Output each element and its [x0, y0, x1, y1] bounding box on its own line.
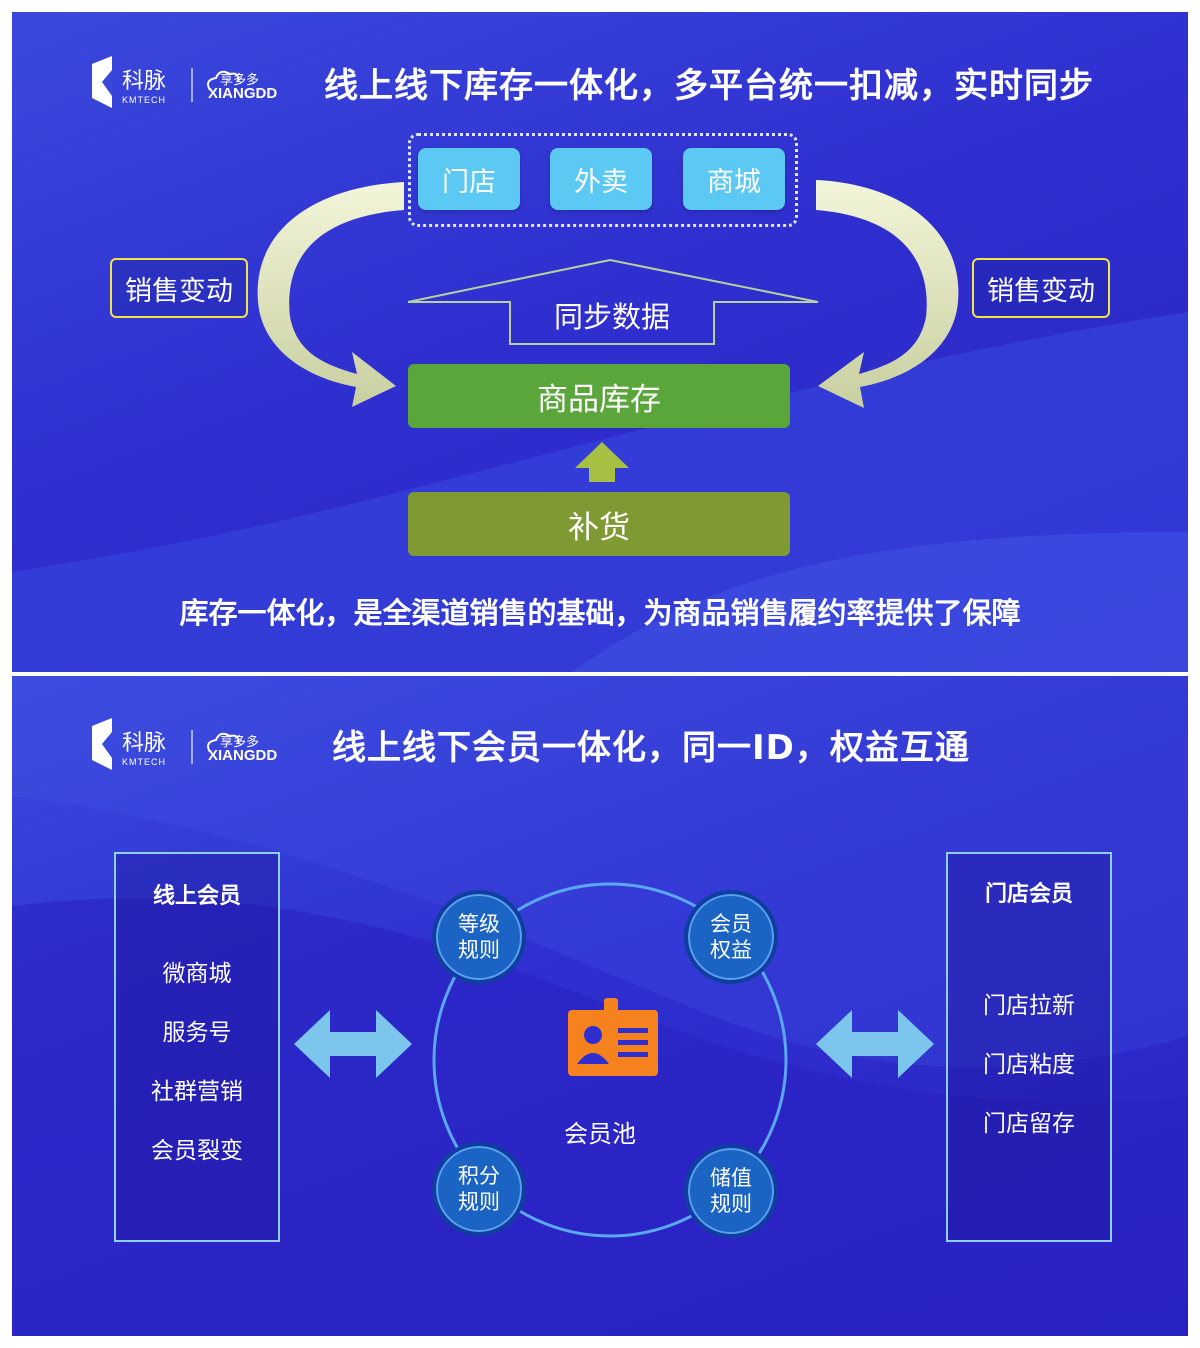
restock-up-arrow: [575, 442, 629, 482]
membership-slide: 科脉 KMTECH 享多多 XIANGDD 线上线下会员一体化，同一ID，权益互…: [12, 676, 1188, 1336]
right-curve-arrow: [816, 180, 959, 408]
restock-bar: 补货: [408, 492, 790, 556]
cloud-icon: [207, 732, 240, 753]
member-pool-label: 会员池: [564, 1120, 636, 1148]
brand-name-cn: 科脉: [122, 68, 166, 93]
partner-name-cn: 享多多: [220, 72, 259, 87]
node-line: 积分: [458, 1164, 500, 1188]
node-line: 权益: [710, 938, 752, 962]
cycle-arrows: [257, 180, 959, 482]
right-double-arrow: [816, 1010, 934, 1078]
member-pool-diagram: [294, 882, 934, 1238]
channel-group: [408, 133, 798, 227]
background-wave-2: [12, 676, 1188, 1336]
channel-delivery: 外卖: [550, 148, 652, 210]
page-title: 线上线下库存一体化，多平台统一扣减，实时同步: [324, 66, 1094, 106]
online-item: 会员裂变: [151, 1138, 243, 1164]
slide1-summary: 库存一体化，是全渠道销售的基础，为商品销售履约率提供了保障: [179, 596, 1021, 630]
left-curve-arrow: [257, 182, 404, 407]
points-rules-node: 积分 规则: [432, 1142, 526, 1236]
sync-data-label: 同步数据: [553, 300, 670, 334]
brand-logo-2: 科脉 KMTECH 享多多 XIANGDD: [92, 718, 277, 770]
node-line: 储值: [710, 1166, 752, 1190]
store-item: 门店粘度: [983, 1052, 1075, 1078]
page-title-2: 线上线下会员一体化，同一ID，权益互通: [332, 728, 970, 768]
partner-name-cn: 享多多: [220, 734, 259, 749]
brand-name-en: KMTECH: [122, 95, 166, 105]
store-members-panel: 门店会员 门店拉新 门店粘度 门店留存: [946, 852, 1112, 1242]
channel-store: 门店: [418, 148, 520, 210]
brand-name-en: KMTECH: [122, 757, 166, 767]
brand-name-cn: 科脉: [122, 730, 166, 755]
inventory-bar: 商品库存: [408, 364, 790, 428]
online-members-header: 线上会员: [152, 884, 241, 909]
store-item: 门店留存: [983, 1111, 1075, 1137]
channel-mall: 商城: [683, 148, 785, 210]
online-item: 微商城: [162, 961, 232, 987]
level-rules-node: 等级 规则: [432, 890, 526, 984]
node-line: 规则: [458, 938, 500, 962]
online-item: 社群营销: [151, 1079, 243, 1105]
left-double-arrow: [294, 1010, 412, 1078]
node-line: 规则: [710, 1192, 752, 1216]
partner-name-en: XIANGDD: [208, 747, 277, 764]
store-members-header: 门店会员: [984, 882, 1073, 907]
right-sales-change-label: 销售变动: [972, 258, 1110, 318]
online-item: 服务号: [162, 1020, 232, 1046]
stored-value-rules-node: 储值 规则: [684, 1144, 778, 1238]
cloud-icon: [207, 70, 240, 91]
store-item: 门店拉新: [983, 993, 1075, 1019]
pool-circle: [432, 882, 788, 1238]
inventory-slide: 科脉 KMTECH 享多多 XIANGDD 线上线下库存一体化，多平台统一扣减，…: [12, 12, 1188, 672]
node-line: 会员: [710, 912, 752, 936]
brand-logo: 科脉 KMTECH 享多多 XIANGDD: [92, 56, 277, 108]
online-members-panel: 线上会员 微商城 服务号 社群营销 会员裂变: [114, 852, 280, 1242]
partner-name-en: XIANGDD: [208, 85, 277, 102]
node-line: 规则: [458, 1190, 500, 1214]
left-sales-change-label: 销售变动: [110, 258, 248, 318]
id-card-icon: [568, 998, 658, 1076]
sync-arrow: [407, 258, 819, 345]
node-line: 等级: [458, 912, 500, 936]
member-benefits-node: 会员 权益: [684, 890, 778, 984]
